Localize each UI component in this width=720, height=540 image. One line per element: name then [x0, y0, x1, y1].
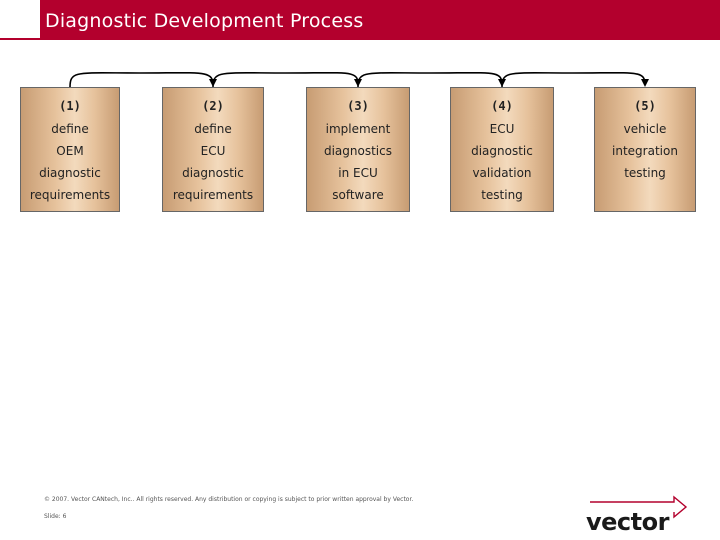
- step-line: [595, 187, 695, 209]
- step-line: testing: [624, 166, 666, 180]
- copyright-notice: © 2007. Vector CANtech, Inc.. All rights…: [44, 496, 414, 503]
- step-number: (5): [634, 99, 656, 113]
- arrow-4-to-5: [501, 71, 649, 88]
- step-line: validation: [472, 166, 532, 180]
- step-line: ECU: [489, 122, 515, 136]
- step-line: ECU: [200, 144, 226, 158]
- step-box-5: (5) vehicle integration testing: [594, 87, 696, 212]
- step-number: (3): [347, 99, 369, 113]
- step-line: OEM: [56, 144, 84, 158]
- step-box-4: (4) ECU diagnostic validation testing: [450, 87, 554, 212]
- step-box-2: (2) define ECU diagnostic requirements: [162, 87, 264, 212]
- step-line: diagnostics: [323, 144, 392, 158]
- step-line: requirements: [172, 188, 254, 202]
- step-number: (1): [59, 99, 81, 113]
- step-line: software: [332, 188, 384, 202]
- step-line: define: [194, 122, 232, 136]
- step-line: vehicle: [623, 122, 667, 136]
- page-title: Diagnostic Development Process: [45, 10, 364, 32]
- step-number: (2): [202, 99, 224, 113]
- step-line: implement: [325, 122, 391, 136]
- title-bar: Diagnostic Development Process: [0, 0, 720, 40]
- slide-number: Slide: 6: [44, 513, 67, 520]
- step-number: (4): [491, 99, 513, 113]
- step-line: define: [51, 122, 89, 136]
- step-line: diagnostic: [182, 166, 244, 180]
- arrow-3-to-4: [357, 71, 506, 88]
- step-line: integration: [612, 144, 678, 158]
- step-line: diagnostic: [471, 144, 533, 158]
- vector-arrow-logo-icon: vector: [586, 495, 688, 534]
- process-arrows: [69, 71, 649, 88]
- title-bar-tab: [0, 0, 40, 38]
- step-line: requirements: [29, 188, 111, 202]
- logo-text: vector: [586, 508, 670, 534]
- step-box-3: (3) implement diagnostics in ECU softwar…: [306, 87, 410, 212]
- arrow-2-to-3: [212, 71, 362, 88]
- step-line: diagnostic: [39, 166, 101, 180]
- step-line: testing: [481, 188, 523, 202]
- step-line: in ECU: [338, 166, 378, 180]
- arrow-1-to-2: [69, 71, 217, 88]
- step-box-1: (1) define OEM diagnostic requirements: [20, 87, 120, 212]
